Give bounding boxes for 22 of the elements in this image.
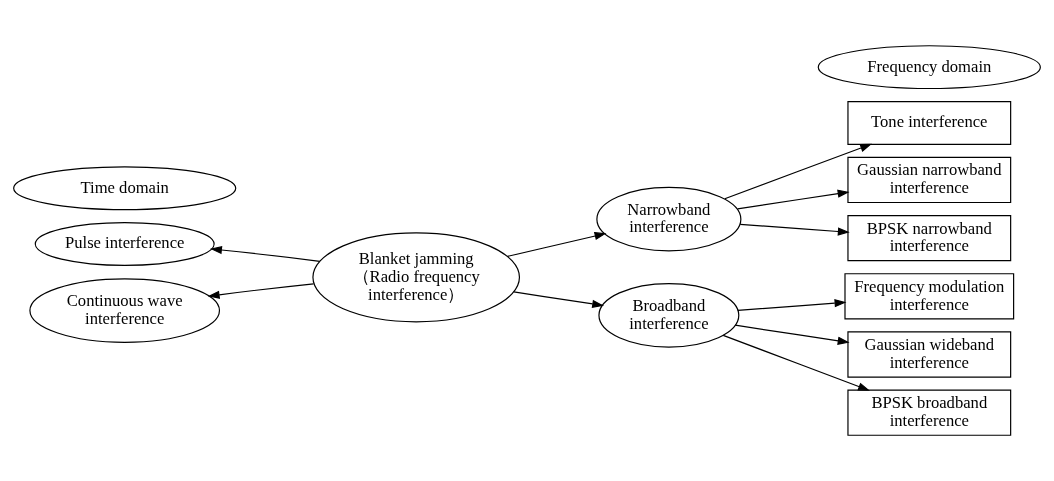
node-ellipse: Frequency domain [817, 45, 1041, 90]
arrow [736, 189, 850, 210]
node-ellipse: Narrowband interference [596, 186, 742, 252]
arrow [722, 334, 870, 391]
node-box: Tone interference [847, 100, 1012, 145]
arrow [513, 291, 605, 308]
arrow [737, 299, 847, 311]
node-ellipse: Pulse interference [34, 222, 215, 267]
node-ellipse: Broadband interference [598, 282, 740, 348]
arrow [207, 283, 315, 299]
arrow [724, 143, 873, 200]
node-ellipse: Time domain [13, 166, 237, 211]
arrow [739, 223, 850, 236]
node-box: BPSK narrowband interference [847, 214, 1012, 262]
node-box: BPSK broadband interference [847, 389, 1012, 436]
node-box: Frequency modulation interference [844, 273, 1015, 320]
node-box: Gaussian wideband interference [847, 331, 1012, 378]
node-box: Gaussian narrowband interference [847, 156, 1012, 204]
arrow [210, 245, 321, 262]
arrow [506, 232, 607, 257]
node-ellipse: Blanket jamming （Radio frequency interference） [312, 232, 521, 323]
arrow [734, 324, 850, 345]
